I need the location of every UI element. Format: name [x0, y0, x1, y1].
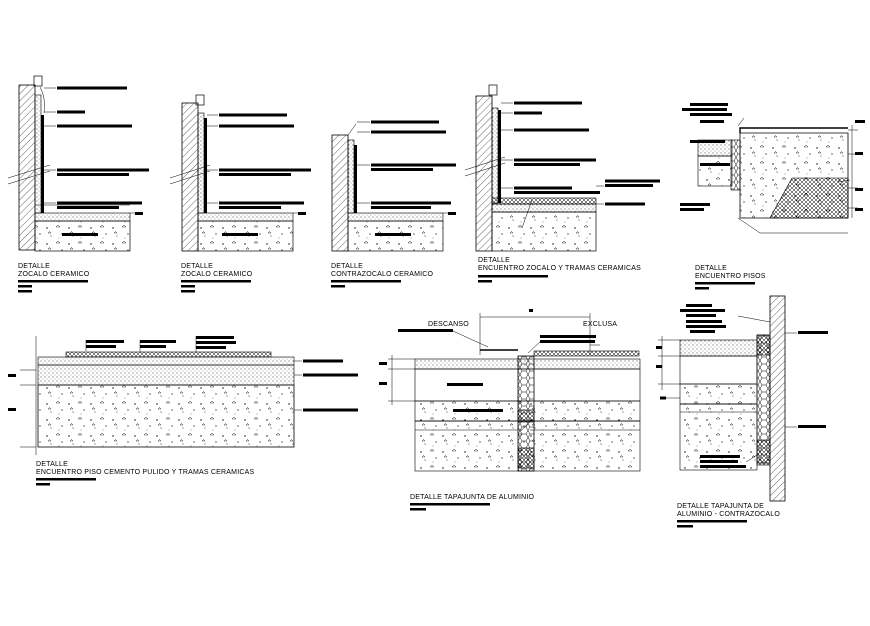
detail-encuentro-pisos: [680, 103, 865, 234]
detail-zocalo-ceramico-1: [7, 75, 149, 252]
detail-5-title: ENCUENTRO PISOS: [695, 273, 766, 280]
detail-4-title: ENCUENTRO ZOCALO Y TRAMAS CERAMICAS: [478, 265, 641, 272]
detail-4-word: DETALLE: [478, 257, 510, 264]
detail-tapajunta-contrazocalo: [656, 295, 828, 502]
detail-encuentro-zocalo-tramas: [464, 84, 660, 252]
detail-zocalo-ceramico-2: [169, 94, 311, 252]
detail-1-title: ZOCALO CERAMICO: [18, 271, 90, 278]
title-block-7: DETALLE TAPAJUNTA DE ALUMINIO: [410, 494, 535, 511]
detail-6-word: DETALLE: [36, 461, 68, 468]
title-block-2: DETALLE ZOCALO CERAMICO: [181, 263, 253, 293]
tag-exclusa: EXCLUSA: [583, 321, 617, 328]
detail-5-word: DETALLE: [695, 265, 727, 272]
tag-descanso: DESCANSO: [428, 321, 469, 328]
detail-3-word: DETALLE: [331, 263, 363, 270]
detail-6-title: ENCUENTRO PISO CEMENTO PULIDO Y TRAMAS C…: [36, 469, 254, 476]
detail-encuentro-piso-cemento: [8, 336, 358, 455]
detail-2-title: ZOCALO CERAMICO: [181, 271, 253, 278]
title-block-6: DETALLE ENCUENTRO PISO CEMENTO PULIDO Y …: [36, 461, 254, 486]
title-block-1: DETALLE ZOCALO CERAMICO: [18, 263, 90, 293]
detail-1-word: DETALLE: [18, 263, 50, 270]
title-block-4: DETALLE ENCUENTRO ZOCALO Y TRAMAS CERAMI…: [478, 257, 641, 283]
detail-8-title-line2: ALUMINIO - CONTRAZOCALO: [677, 511, 780, 518]
detail-3-title: CONTRAZOCALO CERAMICO: [331, 271, 434, 278]
title-block-5: DETALLE ENCUENTRO PISOS: [695, 265, 766, 290]
title-block-8: DETALLE TAPAJUNTA DE ALUMINIO - CONTRAZO…: [677, 503, 780, 528]
detail-2-word: DETALLE: [181, 263, 213, 270]
detail-contrazocalo-ceramico: [331, 120, 456, 252]
title-block-3: DETALLE CONTRAZOCALO CERAMICO: [331, 263, 434, 288]
detail-tapajunta-aluminio: DESCANSO EXCLUSA: [379, 309, 641, 472]
detail-8-title: DETALLE TAPAJUNTA DE: [677, 503, 764, 510]
detail-7-title: DETALLE TAPAJUNTA DE ALUMINIO: [410, 494, 535, 501]
